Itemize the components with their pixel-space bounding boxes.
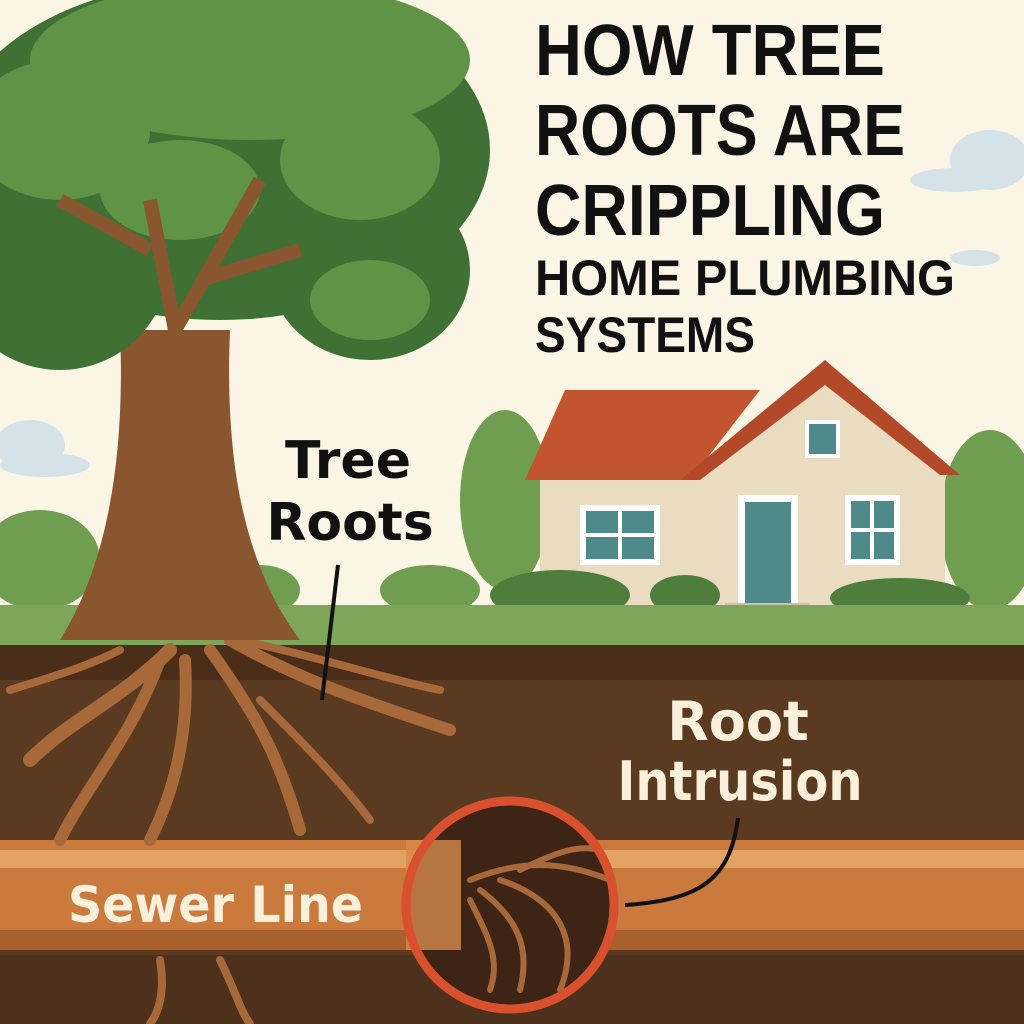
- tree-canopy: [0, 0, 490, 370]
- highlight-ring: [401, 796, 619, 1014]
- title-line-2: ROOTS ARE: [535, 91, 905, 171]
- cloud-right: [910, 130, 1024, 266]
- tree-roots: [6, 634, 456, 1024]
- title-line-1: HOW TREE: [535, 11, 885, 91]
- cloud-left: [0, 420, 90, 477]
- tree-roots-leader-line: [320, 564, 340, 701]
- title-line-4: HOME PLUMBING: [535, 250, 955, 306]
- house: [525, 360, 960, 611]
- tree-roots-label-line-1: Tree: [285, 431, 411, 491]
- house-roof-left: [525, 390, 760, 480]
- tree-roots-label-line-2: Roots: [266, 493, 433, 553]
- root-intrusion-label-line-2: Intrusion: [618, 750, 863, 813]
- root-intrusion-label-line-1: Root: [667, 690, 809, 753]
- tree-trunk: [60, 330, 300, 640]
- house-door: [745, 502, 791, 605]
- sewer-line-label: Sewer Line: [68, 876, 363, 934]
- house-roof-right: [680, 360, 960, 480]
- title-line-3: CRIPPLING: [535, 171, 885, 251]
- title-line-5: SYSTEMS: [535, 307, 755, 363]
- page-title: HOW TREE ROOTS ARE CRIPPLING HOME PLUMBI…: [535, 11, 955, 363]
- root-intrusion-highlight: [401, 796, 619, 1014]
- root-intrusion-leader-line: [624, 817, 740, 907]
